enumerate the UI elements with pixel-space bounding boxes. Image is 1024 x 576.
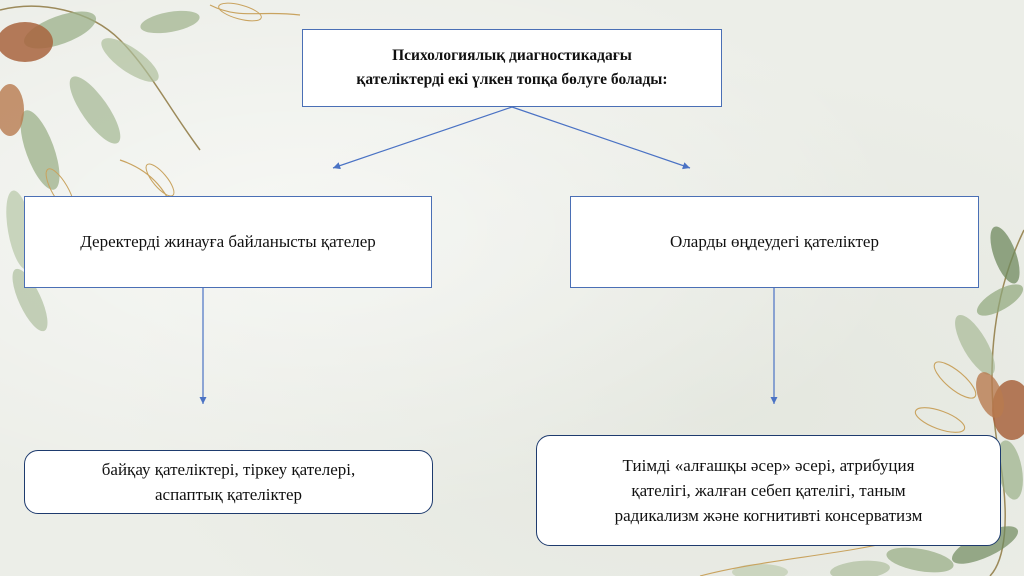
detail-left-line-1: байқау қателіктері, тіркеу қателері, xyxy=(101,460,356,479)
category-label-left: Деректерді жинауға байланысты қателер xyxy=(80,232,376,251)
detail-right-line-1: Тиімді «алғашқы әсер» әсері, атрибуция xyxy=(622,456,915,475)
detail-right-line-3: радикализм және когнитивті консерватизм xyxy=(614,506,923,525)
title-line-1: Психологиялық диагностикадағы xyxy=(392,47,632,64)
category-box-processing: Оларды өңдеудегі қателіктер xyxy=(570,196,979,288)
category-box-data-collection: Деректерді жинауға байланысты қателер xyxy=(24,196,432,288)
detail-box-right: Тиімді «алғашқы әсер» әсері, атрибуция қ… xyxy=(536,435,1001,546)
detail-right-line-2: қателігі, жалған себеп қателігі, таным xyxy=(631,481,906,500)
title-line-2: қателіктерді екі үлкен топқа бөлуге бола… xyxy=(356,71,668,88)
diagram-title-box: Психологиялық диагностикадағы қателіктер… xyxy=(302,29,722,107)
arrow-title-to-left xyxy=(332,106,513,170)
category-label-right: Оларды өңдеудегі қателіктер xyxy=(670,232,879,251)
detail-left-line-2: аспаптық қателіктер xyxy=(154,485,303,504)
arrow-title-to-right xyxy=(511,106,691,170)
detail-box-left: байқау қателіктері, тіркеу қателері, асп… xyxy=(24,450,433,514)
